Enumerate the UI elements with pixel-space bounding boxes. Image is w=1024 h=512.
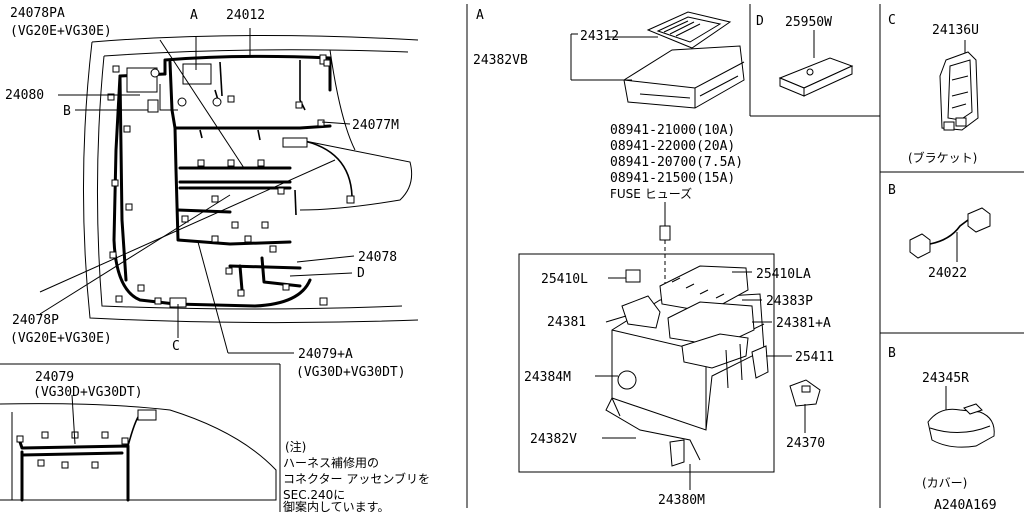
fuse-7-5A: 08941-20700(7.5A): [610, 155, 743, 170]
fuse-icon: [659, 225, 671, 241]
note-line-2: ハーネス補修用の: [283, 455, 379, 470]
fuse-15A: 08941-21500(15A): [610, 171, 735, 186]
variant-24078PA: (VG20E+VG30E): [10, 24, 112, 39]
part-24384M: 24384M: [524, 370, 571, 385]
part-24078PA: 24078PA: [10, 6, 65, 21]
main-harness-labels: 24078PA (VG20E+VG30E) A 24012 24080 B 24…: [5, 6, 406, 380]
part-24382V: 24382V: [530, 432, 577, 447]
part-24012: 24012: [226, 8, 265, 23]
inset-part-24079: 24079: [35, 370, 74, 385]
inset-variant: (VG30D+VG30DT): [33, 385, 143, 400]
part-24370: 24370: [786, 436, 825, 451]
part-24381: 24381: [547, 315, 586, 330]
detail-A-tag: A: [476, 8, 484, 23]
detail-D-tag: D: [756, 14, 764, 29]
part-25950W: 25950W: [785, 15, 832, 30]
detail-B-24022: B 24022: [888, 183, 991, 281]
fuse-box-cover: [623, 11, 745, 109]
part-25411: 25411: [795, 350, 834, 365]
note-line-1: (注): [285, 439, 306, 454]
part-24382VB: 24382VB: [473, 53, 528, 68]
fuse-20A: 08941-22000(20A): [610, 139, 735, 154]
main-harness-leaders: [39, 28, 355, 354]
part-25410L: 25410L: [541, 272, 588, 287]
callout-A: A: [190, 8, 198, 23]
part-24383P: 24383P: [766, 294, 813, 309]
part-24079A: 24079+A: [298, 347, 353, 362]
part-24136U: 24136U: [932, 23, 979, 38]
callout-C: C: [172, 339, 180, 354]
variant-24078P: (VG20E+VG30E): [10, 331, 112, 346]
part-24345R: 24345R: [922, 371, 969, 386]
engine-room-outline: [39, 34, 419, 324]
inset-24079: 24079 (VG30D+VG30DT): [0, 370, 277, 502]
note-line-4: SEC.240に: [283, 488, 345, 502]
callout-B: B: [63, 104, 71, 119]
part-24077M: 24077M: [352, 118, 399, 133]
fuse-10A: 08941-21000(10A): [610, 123, 735, 138]
part-25410LA: 25410LA: [756, 267, 811, 282]
detail-C: C 24136U (ブラケット): [888, 13, 979, 165]
detail-B2-tag: B: [888, 346, 896, 361]
fuse-box-body: [605, 265, 821, 467]
part-24381A: 24381+A: [776, 316, 831, 331]
repair-note: (注) ハーネス補修用の コネクター アッセンブリを SEC.240に 御案内し…: [283, 439, 430, 512]
panel-frames: [0, 4, 1024, 512]
detail-A: A 24312 24382VB 08941-21000(10A) 08941-2…: [473, 8, 834, 508]
detail-B1-tag: B: [888, 183, 896, 198]
main-harness-connectors: [107, 54, 355, 308]
part-24022: 24022: [928, 266, 967, 281]
callout-D: D: [357, 266, 365, 281]
part-24080: 24080: [5, 88, 44, 103]
fuse-label: FUSE ヒューズ: [610, 186, 692, 201]
caption-cover: (カバー): [922, 476, 967, 490]
detail-C-tag: C: [888, 13, 896, 28]
detail-B-24345R: B 24345R (カバー): [888, 346, 995, 490]
detail-D: D 25950W: [756, 14, 854, 97]
drawing-code: A240A169: [934, 498, 997, 512]
note-line-5: 御案内しています。: [283, 499, 389, 512]
caption-bracket: (ブラケット): [908, 150, 977, 165]
part-24380M: 24380M: [658, 493, 705, 508]
part-24312: 24312: [580, 29, 619, 44]
part-24078P: 24078P: [12, 313, 59, 328]
part-24078: 24078: [358, 250, 397, 265]
note-line-3: コネクター アッセンブリを: [283, 471, 430, 486]
variant-24079A: (VG30D+VG30DT): [296, 365, 406, 380]
main-harness-wires: [112, 54, 353, 308]
